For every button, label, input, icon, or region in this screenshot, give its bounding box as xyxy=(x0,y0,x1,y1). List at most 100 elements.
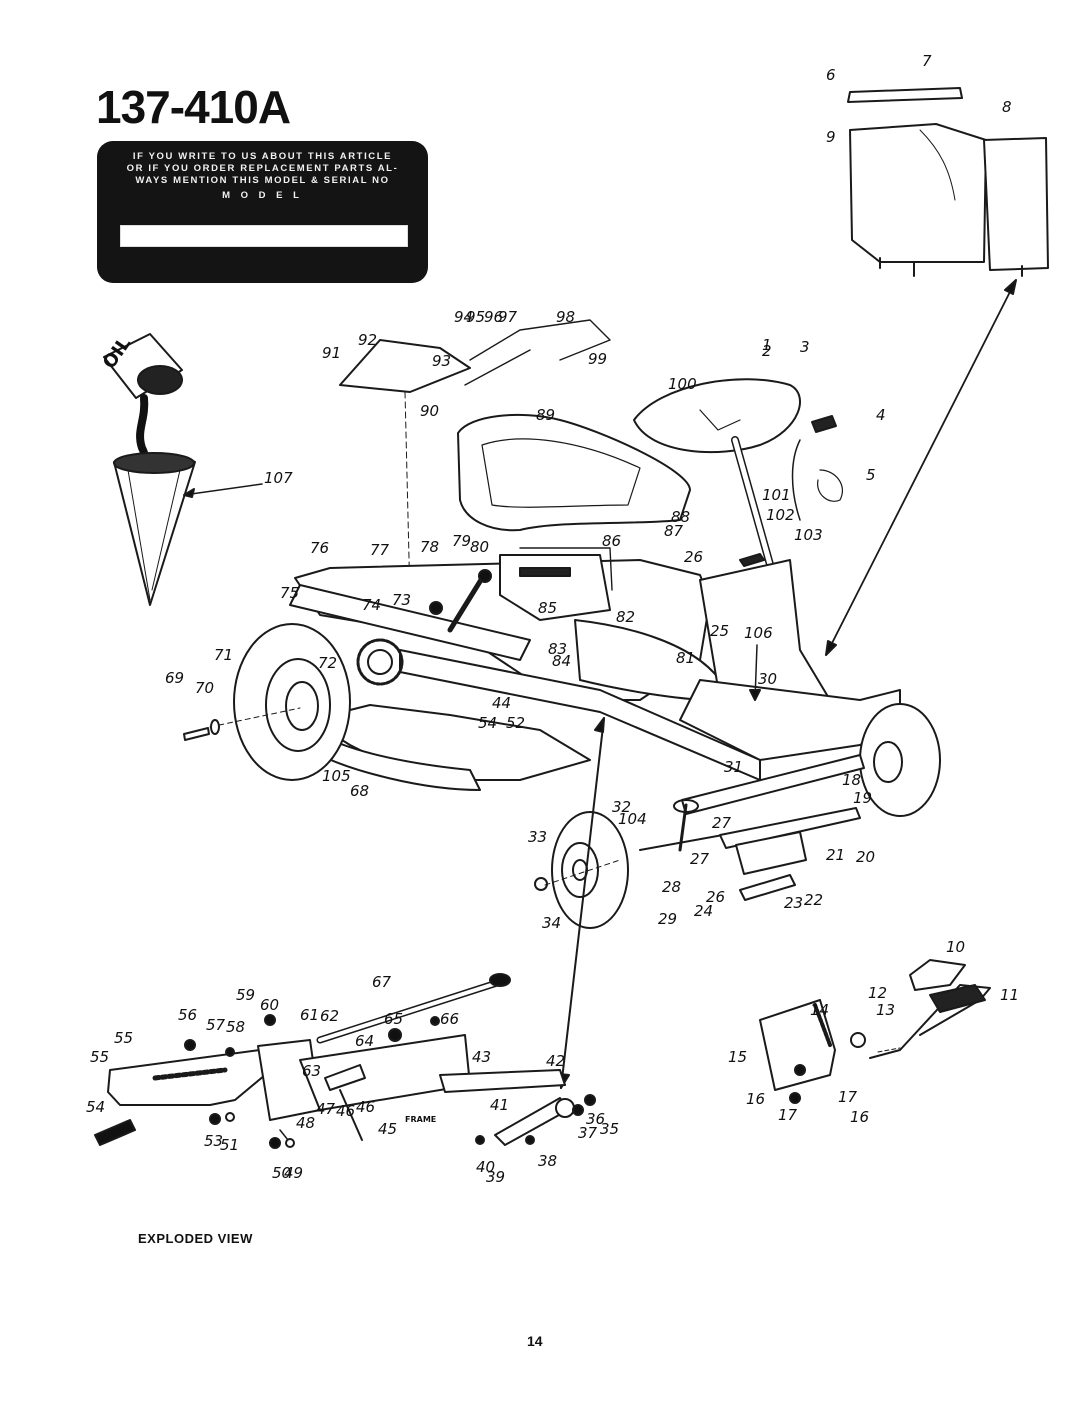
callout-36: 36 xyxy=(586,1110,605,1128)
callout-73: 73 xyxy=(392,591,411,609)
callout-75: 75 xyxy=(280,584,299,602)
callout-25: 25 xyxy=(710,622,729,640)
callout-59: 59 xyxy=(236,986,255,1004)
callout-22: 22 xyxy=(804,891,823,909)
rear-bag-assembly xyxy=(847,87,1049,277)
callout-49: 49 xyxy=(284,1164,303,1182)
callout-1: 1 xyxy=(762,336,772,354)
rear-wheel xyxy=(183,623,351,781)
callout-26: 26 xyxy=(684,548,703,566)
callout-19: 19 xyxy=(853,789,872,807)
callout-27: 27 xyxy=(712,814,732,832)
callout-67: 67 xyxy=(372,973,392,991)
callout-78: 78 xyxy=(420,538,439,556)
callout-55: 55 xyxy=(114,1029,133,1047)
callout-4: 4 xyxy=(876,406,886,424)
callout-102: 102 xyxy=(766,506,795,524)
callout-82: 82 xyxy=(616,608,635,626)
callout-101: 101 xyxy=(762,486,791,504)
callout-91: 91 xyxy=(322,344,341,362)
callout-61: 61 xyxy=(300,1006,319,1024)
callout-7: 7 xyxy=(922,52,932,70)
callout-40: 40 xyxy=(476,1158,495,1176)
callout-90: 90 xyxy=(420,402,439,420)
callout-94: 94 xyxy=(454,308,473,326)
callout-96: 96 xyxy=(484,308,503,326)
callout-76: 76 xyxy=(310,539,329,557)
callout-48: 48 xyxy=(296,1114,315,1132)
callout-16: 16 xyxy=(746,1090,765,1108)
callout-88: 88 xyxy=(671,508,690,526)
callout-21: 21 xyxy=(826,846,845,864)
callout-95: 95 xyxy=(466,308,485,326)
callout-58: 58 xyxy=(226,1018,245,1036)
callout-104: 104 xyxy=(618,810,647,828)
callout-77: 77 xyxy=(370,541,390,559)
callout-6: 6 xyxy=(826,66,836,84)
model-number: 137-410A xyxy=(96,81,291,133)
callout-9: 9 xyxy=(826,128,836,146)
callout-28: 28 xyxy=(662,878,681,896)
callout-87: 87 xyxy=(664,522,684,540)
leader-110 xyxy=(183,483,263,496)
callout-26: 26 xyxy=(706,888,725,906)
callout-63: 63 xyxy=(302,1062,321,1080)
tractor-body xyxy=(289,547,901,791)
leader-frame xyxy=(560,717,605,1089)
callout-60: 60 xyxy=(260,996,279,1014)
callout-72: 72 xyxy=(318,654,337,672)
callout-33: 33 xyxy=(528,828,547,846)
callout-71: 71 xyxy=(214,646,233,664)
callout-64: 64 xyxy=(355,1032,374,1050)
callout-52: 52 xyxy=(506,714,525,732)
callout-3: 3 xyxy=(800,338,810,356)
callout-55: 55 xyxy=(90,1048,109,1066)
callout-34: 34 xyxy=(542,914,561,932)
front-left-wheel xyxy=(534,811,629,929)
callout-27: 27 xyxy=(690,850,710,868)
callout-56: 56 xyxy=(178,1006,197,1024)
callout-10: 10 xyxy=(946,938,965,956)
callout-89: 89 xyxy=(536,406,555,424)
callout-74: 74 xyxy=(362,596,381,614)
pedal-assembly xyxy=(759,959,991,1104)
callout-106: 106 xyxy=(744,624,773,642)
callout-65: 65 xyxy=(384,1010,403,1028)
callout-24: 24 xyxy=(694,902,713,920)
callout-100: 100 xyxy=(668,375,697,393)
clutch-brake-assembly xyxy=(94,973,596,1149)
callout-11: 11 xyxy=(1000,986,1019,1004)
callout-44: 44 xyxy=(492,694,511,712)
callout-38: 38 xyxy=(538,1152,557,1170)
funnel-illustration xyxy=(113,452,196,606)
frame-label: FRAME xyxy=(405,1115,436,1124)
callout-54: 54 xyxy=(86,1098,105,1116)
callout-41: 41 xyxy=(490,1096,509,1114)
callout-53: 53 xyxy=(204,1132,223,1150)
callout-68: 68 xyxy=(350,782,369,800)
callout-17: 17 xyxy=(838,1088,858,1106)
callout-17: 17 xyxy=(778,1106,798,1124)
callout-92: 92 xyxy=(358,331,377,349)
callout-57: 57 xyxy=(206,1016,226,1034)
callout-107: 107 xyxy=(264,469,293,487)
callout-32: 32 xyxy=(612,798,631,816)
callout-15: 15 xyxy=(728,1048,747,1066)
callout-46: 46 xyxy=(336,1102,355,1120)
info-box-text: IF YOU WRITE TO US ABOUT THIS ARTICLE OR… xyxy=(126,151,399,186)
callout-70: 70 xyxy=(195,679,214,697)
callout-43: 43 xyxy=(472,1048,491,1066)
callout-86: 86 xyxy=(602,532,621,550)
callout-105: 105 xyxy=(322,767,351,785)
callout-98: 98 xyxy=(556,308,575,326)
callout-81: 81 xyxy=(676,649,695,667)
diagram-caption: EXPLODED VIEW xyxy=(138,1231,253,1246)
callout-79: 79 xyxy=(452,532,471,550)
callout-85: 85 xyxy=(538,599,557,617)
callout-31: 31 xyxy=(724,758,743,776)
callout-12: 12 xyxy=(868,984,887,1002)
front-axle xyxy=(639,754,865,901)
model-field xyxy=(120,225,408,247)
model-label: M O D E L xyxy=(222,190,303,201)
